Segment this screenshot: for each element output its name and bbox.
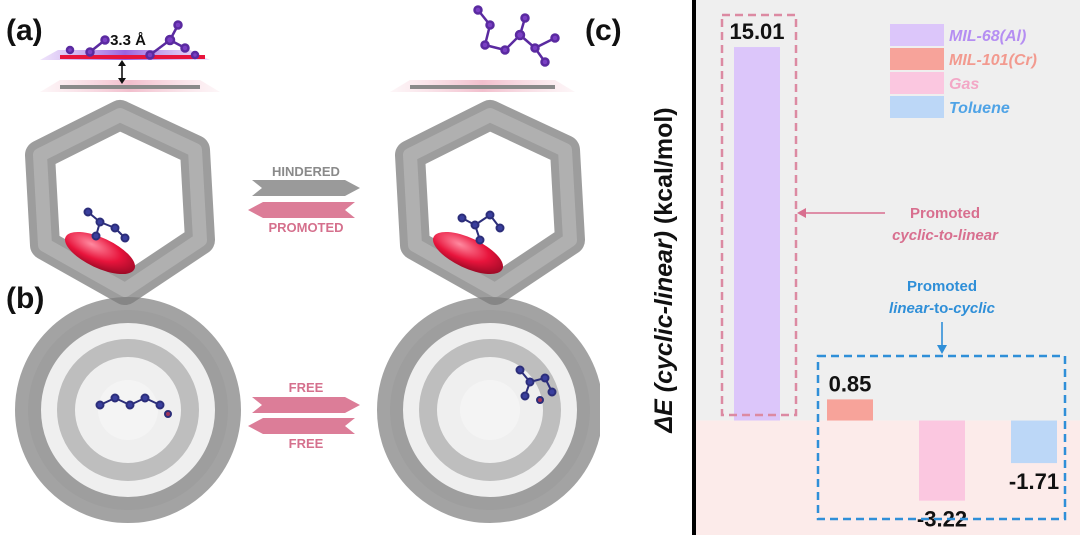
linear-to-cyclic-title: Promoted [907, 278, 977, 295]
svg-text:ΔE (cyclic-linear)(kcal/mol): ΔE (cyclic-linear) (kcal/mol) [650, 107, 678, 433]
mof-cage-right [377, 297, 600, 523]
free-label-top: FREE [289, 380, 324, 395]
promoted-label: PROMOTED [268, 220, 343, 235]
legend-label: Toluene [949, 100, 1010, 117]
hexagonal-channel-left [25, 100, 215, 305]
hindered-arrow [252, 180, 360, 196]
y-axis-label-italic: ΔE (cyclic-linear) [650, 231, 678, 434]
legend-label: MIL-68(Al) [949, 28, 1026, 45]
subtitle-linear: linear [889, 300, 930, 317]
value-label: 15.01 [729, 19, 784, 44]
y-axis-label-units: (kcal/mol) [650, 107, 678, 224]
hexagonal-channel-right [395, 100, 585, 305]
panel-label-a: (a) [6, 14, 43, 47]
legend-swatch [890, 96, 944, 118]
cyclic-to-linear-arrow [797, 208, 885, 218]
y-axis-label: ΔE (cyclic-linear) (kcal/mol) [650, 107, 678, 433]
legend-swatch [890, 48, 944, 70]
bar-mil-101-cr [827, 399, 873, 421]
cyclic-to-linear-box [720, 13, 798, 417]
bar-gas [919, 420, 965, 501]
stacked-planes-left [40, 20, 220, 92]
stacked-planes-right [390, 5, 575, 92]
cyclic-to-linear-title: Promoted [910, 205, 980, 222]
bar-mil-68-al [734, 47, 780, 421]
distance-label: 3.3 Å [110, 32, 146, 49]
energy-bar-chart: 15.010.85-3.22-1.71 Promoted cyclic-to-l… [692, 0, 1080, 535]
legend-label: Gas [949, 76, 979, 93]
legend-label: MIL-101(Cr) [949, 52, 1037, 69]
value-label: 0.85 [829, 371, 872, 396]
subtitle-cyclic: cyclic [953, 300, 995, 317]
subtitle-to: -to- [929, 300, 953, 317]
legend-swatch [890, 72, 944, 94]
cyclic-to-linear-subtitle: cyclic-to-linear [892, 227, 999, 244]
value-label: -1.71 [1009, 469, 1059, 494]
bar-toluene [1011, 420, 1057, 464]
promoted-arrow [248, 202, 355, 218]
free-label-bottom: FREE [289, 436, 324, 451]
panel-label-b: (b) [6, 282, 45, 315]
linear-to-cyclic-box [816, 354, 1067, 521]
mof-cage-left [15, 297, 241, 523]
linear-to-cyclic-arrow [937, 322, 947, 354]
legend-swatch [890, 24, 944, 46]
structure-illustration: 3.3 Å [15, 5, 600, 523]
hindered-label: HINDERED [272, 164, 340, 179]
free-arrow-top [252, 397, 360, 413]
linear-to-cyclic-subtitle: linear-to-cyclic [889, 300, 996, 317]
panel-label-c: (c) [585, 14, 622, 47]
free-arrow-bottom [248, 418, 355, 434]
